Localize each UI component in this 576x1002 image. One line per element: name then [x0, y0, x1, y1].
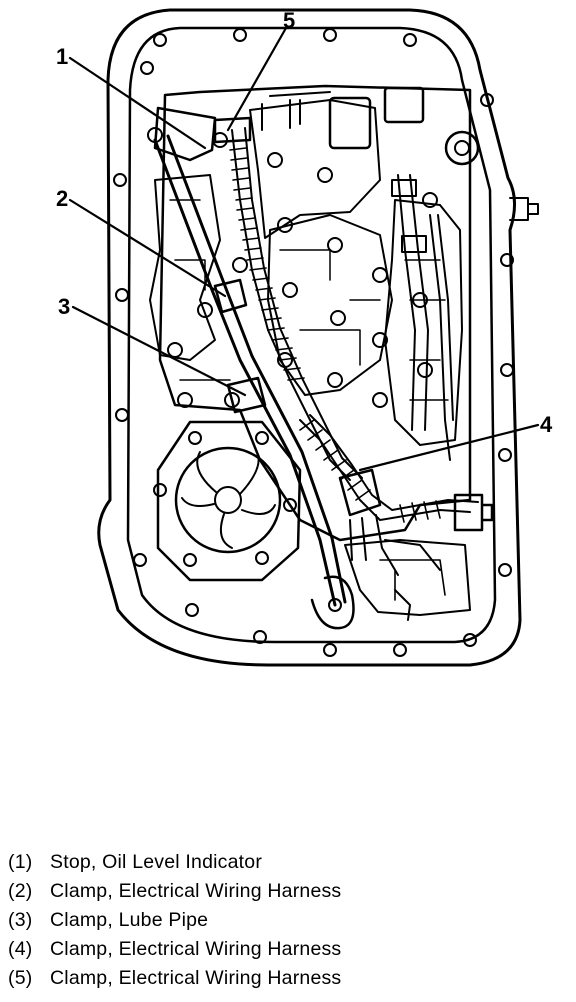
wiring-harness-upper [231, 127, 363, 481]
callout-leader-4 [358, 423, 540, 472]
oil-level-indicator-end [310, 575, 355, 630]
callout-label-1: 1 [56, 44, 68, 69]
legend-item: (1) Stop, Oil Level Indicator [8, 848, 568, 877]
legend-item-text: Clamp, Electrical Wiring Harness [50, 967, 342, 989]
legend-item: (2) Clamp, Electrical Wiring Harness [8, 877, 568, 906]
legend-item-number: (4) [8, 938, 33, 960]
case-outer-outline [97, 8, 522, 667]
solenoid-b [383, 86, 425, 124]
valve-body-bolts [147, 127, 438, 408]
oil-filter-outer-ring [174, 446, 282, 554]
right-harness-run [429, 214, 454, 461]
legend-item: (3) Clamp, Lube Pipe [8, 906, 568, 935]
legend-item-text: Clamp, Electrical Wiring Harness [50, 880, 342, 902]
valve-body-channels [169, 199, 449, 401]
oil-level-indicator-end-hole [328, 598, 342, 612]
oil-filter-housing [156, 420, 302, 582]
callout-leader-5 [226, 26, 288, 132]
lower-right-bracket-inner [379, 559, 446, 601]
legend-item: (4) Clamp, Electrical Wiring Harness [8, 935, 568, 964]
callout-label-4: 4 [540, 412, 553, 437]
harness-connector-right [453, 493, 494, 532]
valve-body-right-casting [384, 199, 463, 446]
wiring-harness-clamp-5 [213, 116, 252, 144]
legend-item: (5) Clamp, Electrical Wiring Harness [8, 964, 568, 993]
side-plug [509, 197, 539, 221]
right-pipe-clamps [391, 179, 427, 253]
wiring-harness-coil [229, 147, 305, 381]
transmission-valve-body-diagram: 1 2 3 4 5 [56, 8, 553, 667]
callout-leader-3 [71, 305, 247, 397]
lower-right-bracket [344, 539, 471, 616]
solenoid-a [328, 96, 372, 150]
legend-item-number: (1) [8, 851, 33, 873]
legend-item-number: (3) [8, 909, 33, 931]
valve-body-upper-casting [249, 99, 381, 239]
legend-item-text: Clamp, Electrical Wiring Harness [50, 938, 342, 960]
parts-legend: (1) Stop, Oil Level Indicator (2) Clamp, E… [8, 848, 568, 993]
callout-leader-2 [68, 198, 227, 298]
callout-label-3: 3 [58, 294, 70, 319]
legend-item-text: Clamp, Lube Pipe [50, 909, 209, 931]
oil-level-indicator-rod [153, 134, 347, 607]
callout-label-2: 2 [56, 186, 68, 211]
callout-label-5: 5 [283, 8, 295, 33]
solenoid-c-core [454, 140, 470, 156]
lube-pipe-clamp-3 [226, 376, 267, 414]
case-inner-outline [126, 26, 497, 644]
wiring-harness-clamp-2 [213, 278, 248, 314]
oil-filter-hub [214, 486, 242, 514]
valve-body-left-casting [149, 174, 221, 361]
oil-filter-bolts [153, 431, 297, 567]
legend-item-number: (5) [8, 967, 33, 989]
right-lube-pipe [397, 174, 429, 431]
wiring-harness-lower-bundle [299, 414, 479, 521]
valve-body-outline [158, 84, 472, 542]
valve-body-center-casting [267, 214, 393, 396]
oil-filter-vanes [181, 451, 276, 549]
wiring-harness-clamp-4 [338, 468, 382, 517]
callout-leader-1 [68, 56, 207, 150]
flange-bolt-holes [113, 28, 514, 657]
solenoid-c [444, 130, 480, 166]
solenoid-connectors [261, 91, 331, 131]
stop-oil-level-indicator [153, 106, 217, 162]
legend-item-number: (2) [8, 880, 33, 902]
legend-item-text: Stop, Oil Level Indicator [50, 851, 263, 873]
harness-lower-leads [349, 514, 441, 621]
